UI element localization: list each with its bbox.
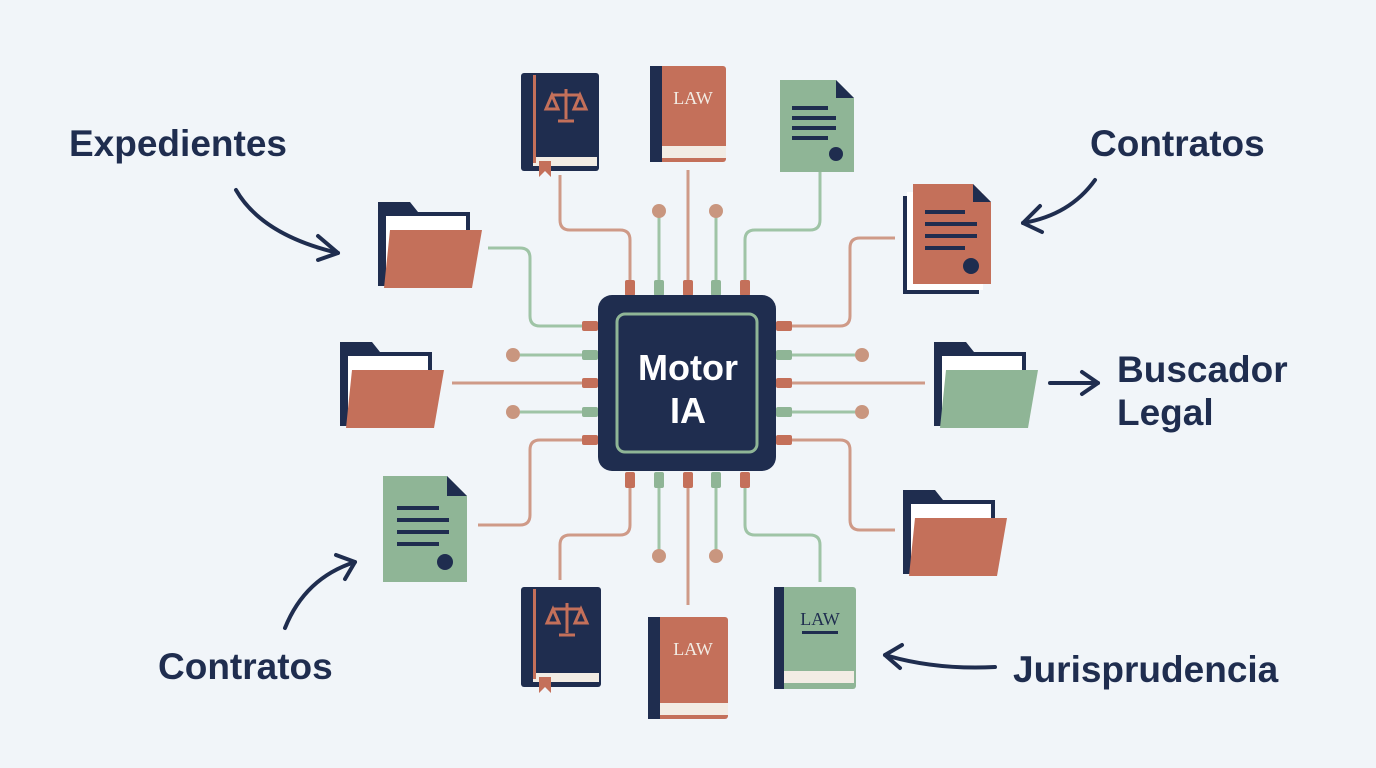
document-icon: [780, 80, 854, 172]
circuit-traces: [452, 170, 925, 605]
arrow-icon: [1048, 370, 1100, 396]
label-buscador-line1: Buscador: [1117, 349, 1288, 390]
law-book-icon: LAW: [774, 587, 856, 689]
law-book-icon: LAW: [648, 617, 728, 719]
label-contratos-top: Contratos: [1090, 123, 1265, 164]
law-label: LAW: [673, 639, 713, 659]
label-buscador-line2: Legal: [1117, 392, 1214, 434]
chip-icon: Motor IA: [598, 295, 776, 471]
label-buscador-legal: Buscador Legal: [1117, 348, 1288, 435]
label-jurisprudencia: Jurisprudencia: [1013, 649, 1279, 690]
arrow-icon: [883, 643, 997, 670]
label-contratos-bottom: Contratos: [158, 646, 333, 687]
circuit-dots: [506, 204, 869, 563]
arrow-icon: [283, 553, 357, 630]
chip-title-line1: Motor: [638, 347, 738, 388]
scales-book-icon: [521, 73, 599, 177]
law-label: LAW: [673, 88, 713, 108]
law-book-icon: LAW: [650, 66, 726, 162]
folder-icon: [340, 342, 444, 428]
scales-book-icon: [521, 587, 601, 693]
folder-icon: [378, 202, 482, 288]
folder-icon: [903, 490, 1007, 576]
arrow-icon: [1021, 178, 1097, 234]
chip-title-line2: IA: [670, 390, 706, 431]
label-expedientes: Expedientes: [69, 123, 287, 164]
chip-pins: [582, 280, 792, 488]
document-icon: [383, 476, 467, 582]
arrow-icon: [234, 188, 340, 262]
law-label: LAW: [800, 609, 840, 629]
document-icon: [903, 184, 991, 294]
folder-icon: [934, 342, 1038, 428]
